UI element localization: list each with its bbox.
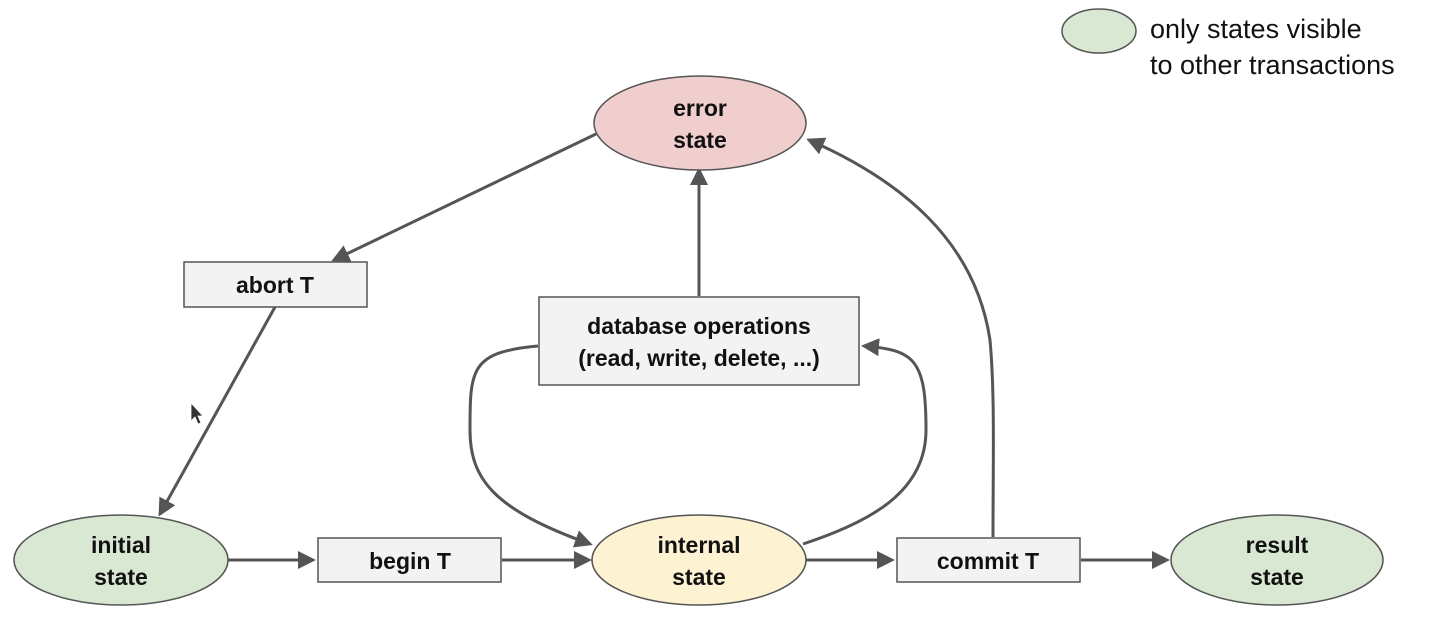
initial-state-node: initial state <box>13 514 229 606</box>
legend-line-1: only states visible <box>1150 14 1362 44</box>
result-state-node: result state <box>1170 514 1384 606</box>
legend-swatch <box>1061 8 1137 54</box>
result-state-ellipse <box>1170 514 1384 606</box>
initial-state-label-line-2: state <box>94 564 148 590</box>
database-operations-node: database operations (read, write, delete… <box>538 296 860 386</box>
abort-action-node: abort T <box>183 261 368 308</box>
database-operations-label-line-1: database operations <box>587 313 811 339</box>
abort-action-box <box>183 261 368 308</box>
initial-state-label-line-1: initial <box>91 532 151 558</box>
begin-action-box <box>317 537 502 583</box>
edge-commit-to-error <box>806 137 995 538</box>
error-state-label-line-2: state <box>673 127 727 153</box>
legend-line-2: to other transactions <box>1150 50 1395 80</box>
commit-action-node: commit T <box>896 537 1081 583</box>
error-state-label-line-1: error <box>673 95 727 121</box>
commit-action-box <box>896 537 1081 583</box>
internal-state-node: internal state <box>591 514 807 606</box>
edge-internal-to-dbops <box>802 338 928 546</box>
error-state-ellipse <box>593 75 807 171</box>
begin-action-label: begin T <box>369 548 451 574</box>
edge-error-to-abort <box>331 132 597 262</box>
commit-action-label: commit T <box>937 548 1039 574</box>
database-operations-box <box>538 296 860 386</box>
result-state-label-line-2: state <box>1250 564 1304 590</box>
edge-abort-to-initial <box>158 306 277 517</box>
mouse-cursor-icon <box>190 401 204 425</box>
internal-state-ellipse <box>591 514 807 606</box>
initial-state-ellipse <box>13 514 229 606</box>
legend: only states visible to other transaction… <box>1061 8 1395 80</box>
edge-dbops-to-internal <box>468 344 593 548</box>
begin-action-node: begin T <box>317 537 502 583</box>
internal-state-label-line-2: state <box>672 564 726 590</box>
error-state-node: error state <box>593 75 807 171</box>
abort-action-label: abort T <box>236 272 314 298</box>
result-state-label-line-1: result <box>1246 532 1309 558</box>
internal-state-label-line-1: internal <box>657 532 740 558</box>
database-operations-label-line-2: (read, write, delete, ...) <box>578 345 820 371</box>
edges <box>158 132 1170 569</box>
